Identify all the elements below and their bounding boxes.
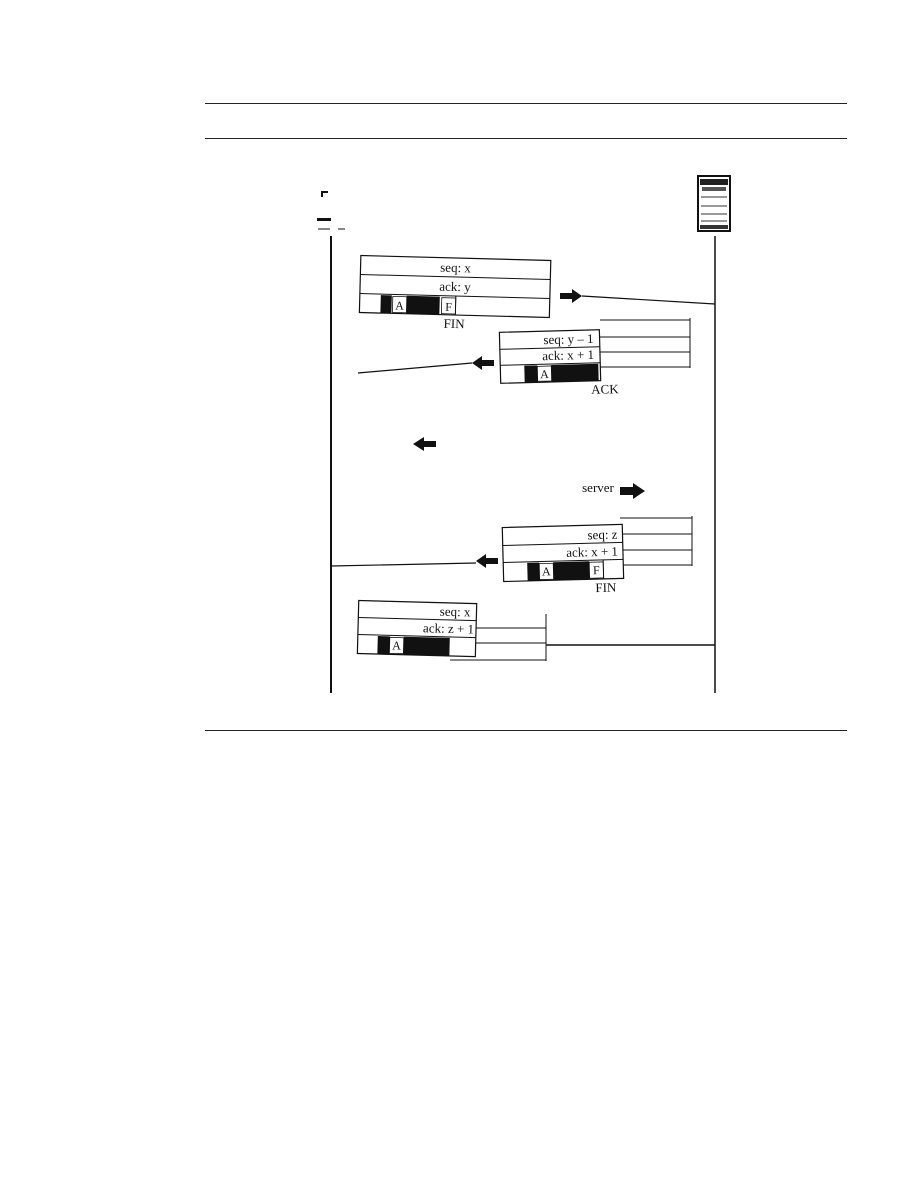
fin2-seq: seq: z — [587, 527, 618, 543]
server-label: server — [582, 480, 614, 495]
ack1-ack: ack: x + 1 — [542, 347, 594, 363]
fin2-ack: ack: x + 1 — [566, 544, 618, 560]
ack2-flag-a: A — [392, 638, 401, 652]
ack1-caption: ACK — [591, 381, 619, 397]
fin-segment-server: seq: z ack: x + 1 A F FIN — [330, 516, 693, 596]
client-computer-icon — [317, 191, 345, 230]
fin2-flag-a: A — [542, 564, 551, 578]
fin1-flag-f: F — [445, 300, 452, 314]
bottom-rule — [205, 730, 847, 731]
fin1-flag-a: A — [395, 298, 404, 312]
fin1-seq: seq: x — [440, 260, 472, 276]
left-arrow-icon — [413, 437, 436, 451]
top-rule-2 — [205, 138, 847, 139]
ack2-ack: ack: z + 1 — [423, 620, 474, 636]
fin2-flag-f: F — [593, 563, 600, 577]
ack2-seq: seq: x — [440, 604, 472, 620]
ack1-flag-a: A — [540, 367, 549, 381]
fin1-caption: FIN — [443, 316, 465, 332]
top-rule-1 — [205, 103, 847, 104]
fin1-ack: ack: y — [439, 279, 471, 295]
ack-segment-server: seq: y – 1 ack: x + 1 A ACK — [357, 318, 691, 397]
ack-segment-client: seq: x ack: z + 1 A — [356, 599, 715, 661]
fin2-caption: FIN — [595, 580, 617, 596]
fin-segment-client: seq: x ack: y A F FIN — [358, 254, 716, 332]
ack1-seq: seq: y – 1 — [543, 331, 594, 347]
server-tower-icon — [697, 175, 731, 232]
right-arrow-icon — [620, 483, 645, 499]
